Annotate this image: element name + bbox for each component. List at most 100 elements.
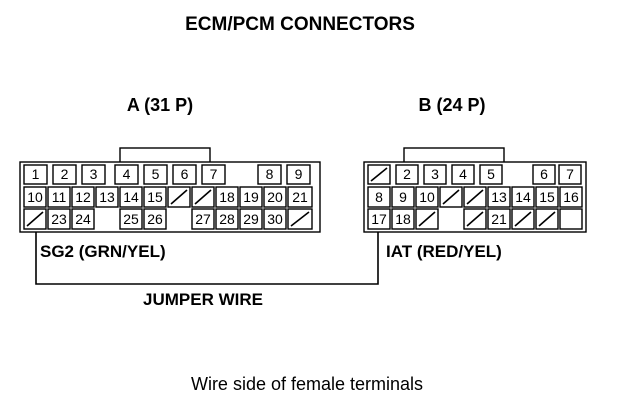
pin-cell [143, 208, 167, 230]
pin-label: 8 [266, 166, 274, 182]
pin-cell [532, 164, 556, 185]
pin-label: 20 [267, 189, 283, 205]
pin-label: 6 [181, 166, 189, 182]
pin-cell [286, 164, 311, 185]
connector-b-header: B (24 P) [418, 95, 485, 115]
connector-a-row-1: 1 2 3 4 5 6 7 8 9 [23, 164, 311, 185]
pin-cell [215, 208, 239, 230]
pin-cell [395, 164, 419, 185]
pin-label: 28 [219, 211, 235, 227]
pin-label: 23 [51, 211, 67, 227]
blank-pin-slash [418, 211, 436, 227]
pin-cell [391, 208, 415, 230]
pin-label: 27 [195, 211, 211, 227]
pin-cell [451, 164, 475, 185]
pin-label: 7 [566, 166, 574, 182]
pin-cell [191, 208, 215, 230]
jumper-wire-label: JUMPER WIRE [143, 290, 263, 309]
pin-cell [47, 186, 71, 208]
pin-label: 7 [210, 166, 218, 182]
pin-label: 3 [90, 166, 98, 182]
pin-cell [391, 186, 415, 208]
pin-label: 11 [52, 189, 67, 205]
pin-cell [143, 186, 167, 208]
pin-label: 13 [99, 189, 115, 205]
pin-label: 15 [147, 189, 163, 205]
pin-cell [52, 164, 77, 185]
pin-label: 12 [75, 189, 91, 205]
pin-label: 6 [540, 166, 548, 182]
pin-cell [23, 164, 48, 185]
blank-pin-slash [194, 189, 212, 205]
pin-cell [487, 208, 511, 230]
pin-label: 14 [515, 189, 531, 205]
pin-cell [95, 186, 119, 208]
blank-pin-slash [538, 211, 556, 227]
pin-cell [367, 208, 391, 230]
pin-label: 21 [491, 211, 507, 227]
pin-label: 9 [295, 166, 303, 182]
footer-caption: Wire side of female terminals [191, 374, 423, 394]
pin-cell [559, 186, 583, 208]
pin-label: 2 [403, 166, 411, 182]
pin-label: 3 [431, 166, 439, 182]
pin-label: 14 [123, 189, 139, 205]
pin-cell [558, 164, 582, 185]
pin-label: 24 [75, 211, 91, 227]
pin-cell [47, 208, 71, 230]
pin-label: 18 [219, 189, 235, 205]
blank-pin-slash [26, 211, 44, 227]
pin-cell [119, 186, 143, 208]
pin-label: 10 [419, 189, 435, 205]
pin-cell [143, 164, 168, 185]
pin-cell [287, 186, 313, 208]
pin-label: 4 [459, 166, 467, 182]
pin-label: 9 [399, 189, 407, 205]
blank-pin-slash [442, 189, 460, 205]
connector-b-row-1: 2 3 4 5 6 7 [367, 164, 582, 185]
pin-cell [415, 186, 439, 208]
pin-label: 4 [123, 166, 131, 182]
pin-label: 30 [267, 211, 283, 227]
pin-cell [201, 164, 226, 185]
pin-label: 17 [371, 211, 387, 227]
pin-cell [215, 186, 239, 208]
pin-cell [71, 208, 95, 230]
pin-label: 10 [27, 189, 43, 205]
pin-label: 19 [243, 189, 259, 205]
pin-label: 29 [243, 211, 259, 227]
blank-pin-slash [370, 167, 388, 182]
pin-label: 25 [123, 211, 139, 227]
pin-label: 21 [292, 189, 308, 205]
pin-label: 2 [61, 166, 69, 182]
pin-label: 13 [491, 189, 507, 205]
blank-pin-slash [466, 189, 484, 205]
diagram-title: ECM/PCM CONNECTORS [185, 14, 415, 35]
pin-cell [239, 208, 263, 230]
connector-a-row-3: 23 24 25 26 27 28 29 30 [23, 208, 313, 230]
connector-b-row-3: 17 18 21 [367, 208, 583, 230]
connector-b-row-2: 8 9 10 13 14 15 16 [367, 186, 583, 208]
sg2-label: SG2 (GRN/YEL) [40, 242, 166, 261]
pin-cell [487, 186, 511, 208]
pin-cell [71, 186, 95, 208]
pin-cell [172, 164, 197, 185]
connector-a-row-2: 10 11 12 13 14 15 18 19 20 21 [23, 186, 313, 208]
connector-a: 1 2 3 4 5 6 7 8 9 10 11 12 13 [19, 147, 321, 233]
pin-label: 8 [375, 189, 383, 205]
pin-cell [535, 186, 559, 208]
pin-cell [559, 208, 583, 230]
pin-label: 15 [539, 189, 555, 205]
pin-cell [23, 186, 47, 208]
blank-pin-slash [466, 211, 484, 227]
pin-cell [119, 208, 143, 230]
pin-cell [239, 186, 263, 208]
pin-label: 16 [563, 189, 579, 205]
iat-label: IAT (RED/YEL) [386, 242, 502, 261]
pin-cell [114, 164, 139, 185]
pin-cell [257, 164, 282, 185]
blank-pin-slash [290, 211, 310, 227]
pin-label: 1 [32, 166, 40, 182]
pin-cell [511, 186, 535, 208]
